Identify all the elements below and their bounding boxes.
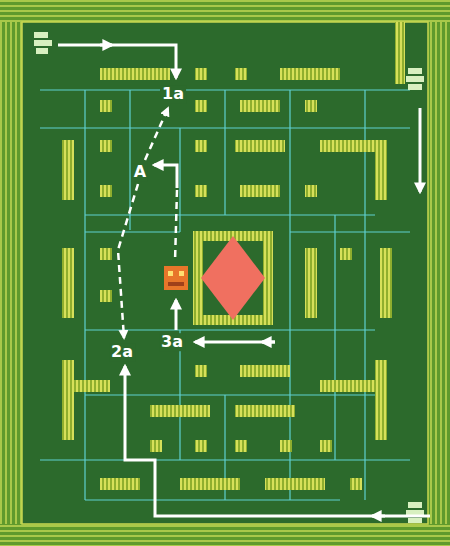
callout-label: A	[132, 163, 148, 181]
player-sprite	[406, 502, 424, 523]
path-arrows	[58, 45, 430, 516]
dashed-paths	[118, 108, 177, 338]
maze-floor	[22, 22, 428, 524]
player-sprite	[406, 68, 424, 90]
maze-frame	[0, 524, 450, 546]
corridor-lines	[40, 90, 410, 500]
callout-label: 3a	[159, 333, 185, 351]
enemy-sprite	[164, 266, 188, 290]
maze-edge	[22, 22, 428, 524]
maze-frame	[0, 0, 450, 22]
maze-walls	[62, 22, 405, 490]
callout-label: 2a	[109, 343, 135, 361]
callout-label: 1a	[160, 85, 186, 103]
player-sprite	[34, 32, 52, 54]
treasure-diamond	[201, 236, 265, 320]
center-ring	[198, 236, 268, 320]
